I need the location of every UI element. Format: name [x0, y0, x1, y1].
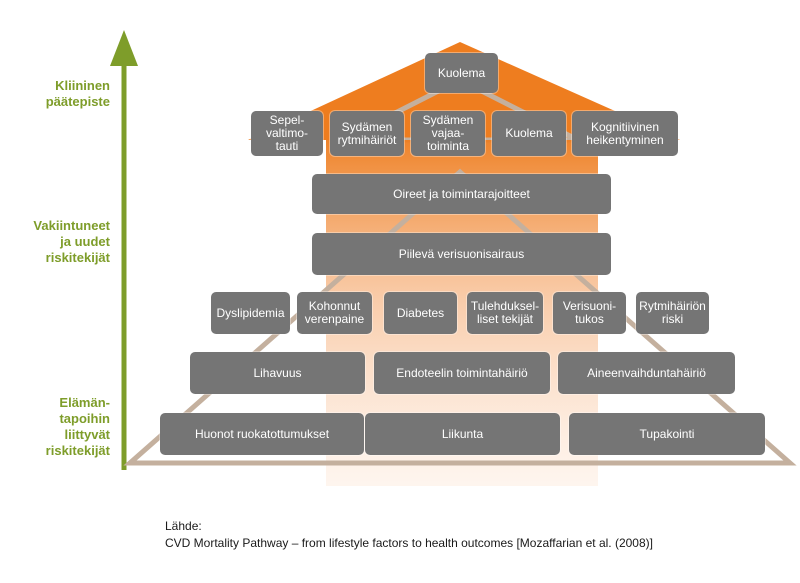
vertical-arrow-head — [110, 30, 138, 66]
box-death: Kuolema — [492, 111, 566, 156]
box-arrhythmias: Sydämen rytmihäiriöt — [330, 111, 404, 156]
box-metabolic-disorder: Aineenvaihduntahäiriö — [558, 352, 735, 394]
box-smoking: Tupakointi — [569, 413, 765, 455]
box-cognitive-decline: Kognitiivinen heikentyminen — [572, 111, 678, 156]
level-label-established-risk-factors: Vakiintuneet ja uudet riskitekijät — [33, 218, 110, 265]
source-heading: Lähde: — [165, 519, 202, 533]
box-physical-activity: Liikunta — [365, 413, 560, 455]
box-death-top: Kuolema — [425, 53, 498, 93]
source-citation: CVD Mortality Pathway – from lifestyle f… — [165, 536, 653, 550]
box-dyslipidemia: Dyslipidemia — [211, 292, 290, 334]
box-diabetes: Diabetes — [384, 292, 457, 334]
level-label-clinical-endpoint: Kliininen päätepiste — [45, 78, 110, 109]
level-label-lifestyle-risk-factors: Elämän- tapoihin liittyvät riskitekijät — [45, 395, 110, 458]
box-symptoms-limitations: Oireet ja toimintarajoitteet — [312, 174, 611, 214]
box-high-blood-pressure: Kohonnut verenpaine — [297, 292, 372, 334]
box-arrhythmia-risk: Rytmihäiriön riski — [636, 292, 709, 334]
box-poor-diet: Huonot ruokatottumukset — [160, 413, 364, 455]
box-obesity: Lihavuus — [190, 352, 365, 394]
box-coronary-artery-disease: Sepel- valtimo- tauti — [251, 111, 323, 156]
box-heart-failure: Sydämen vajaa- toiminta — [411, 111, 485, 156]
box-inflammatory-factors: Tulehduksel- liset tekijät — [467, 292, 543, 334]
box-thrombosis: Verisuoni- tukos — [553, 292, 626, 334]
box-latent-vascular-disease: Piilevä verisuonisairaus — [312, 233, 611, 275]
cvd-pathway-diagram: Kliininen päätepiste Vakiintuneet ja uud… — [33, 30, 797, 486]
source-note: Lähde: CVD Mortality Pathway – from life… — [165, 518, 653, 552]
box-endothelial-dysfunction: Endoteelin toimintahäiriö — [374, 352, 550, 394]
